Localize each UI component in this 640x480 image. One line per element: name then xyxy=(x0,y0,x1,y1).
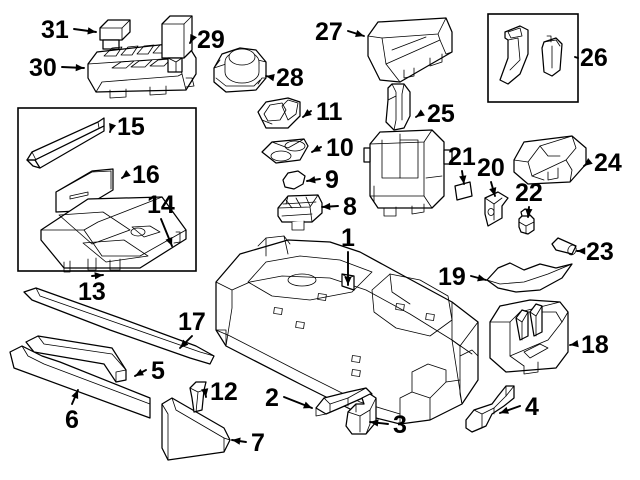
leader-arrowhead-11 xyxy=(303,109,312,117)
leader-line-26 xyxy=(574,56,579,59)
inset-box-26 xyxy=(487,13,579,103)
leader-arrowhead-27 xyxy=(355,30,364,38)
part-7-console-side-panel xyxy=(161,397,231,461)
leader-arrowhead-7 xyxy=(232,437,241,445)
part-12-retaining-clip xyxy=(189,381,207,413)
leader-arrowhead-25 xyxy=(416,109,425,117)
callout-label-2: 2 xyxy=(265,384,279,412)
callout-label-8: 8 xyxy=(343,193,357,221)
callout-label-23: 23 xyxy=(586,238,614,266)
part-5-side-trim-strip-upper xyxy=(25,335,127,383)
leader-arrowhead-21 xyxy=(459,175,467,184)
part-14-console-trim-bezel xyxy=(40,196,187,273)
leader-arrowhead-8 xyxy=(322,202,331,211)
callout-label-15: 15 xyxy=(117,113,145,141)
callout-label-31: 31 xyxy=(41,16,69,44)
part-25-shift-lever-handle xyxy=(385,83,411,131)
callout-label-20: 20 xyxy=(477,154,505,182)
leader-arrowhead-10 xyxy=(312,144,321,152)
leader-arrowhead-4 xyxy=(500,406,509,414)
callout-label-19: 19 xyxy=(438,263,466,291)
callout-label-12: 12 xyxy=(210,378,238,406)
leader-arrowhead-15 xyxy=(109,123,117,132)
leader-arrowhead-19 xyxy=(477,274,486,282)
leader-arrowhead-9 xyxy=(307,176,316,184)
inset-box-13 xyxy=(17,107,197,272)
leader-arrowhead-16 xyxy=(122,170,131,178)
part-28-idrive-rotary-controller xyxy=(213,47,267,93)
callout-label-18: 18 xyxy=(581,331,609,359)
part-31-switch-cap xyxy=(99,19,131,50)
part-25-shifter-base xyxy=(363,129,453,217)
callout-label-13: 13 xyxy=(78,278,106,306)
callout-label-22: 22 xyxy=(515,179,543,207)
callout-label-6: 6 xyxy=(65,406,79,434)
part-3-console-support-bracket xyxy=(345,393,377,435)
leader-arrowhead-3 xyxy=(370,419,379,427)
part-6-side-trim-strip-lower xyxy=(9,345,151,419)
part-27-console-lid-tray xyxy=(367,17,453,83)
leader-arrowhead-23 xyxy=(577,247,586,255)
part-29-control-module-box xyxy=(161,15,193,73)
callout-label-25: 25 xyxy=(427,100,455,128)
callout-label-27: 27 xyxy=(315,18,343,46)
part-24-rear-console-tray xyxy=(513,135,587,185)
leader-arrowhead-5 xyxy=(135,368,144,376)
part-16-trim-cover-plate xyxy=(55,168,114,213)
leader-arrowhead-31 xyxy=(87,27,96,35)
leader-arrowhead-12 xyxy=(201,388,209,397)
callout-label-28: 28 xyxy=(276,64,304,92)
callout-label-14: 14 xyxy=(147,191,175,219)
part-18-storage-compartment-tray xyxy=(489,299,569,375)
part-9-oval-gasket xyxy=(282,170,306,190)
callout-label-17: 17 xyxy=(178,308,206,336)
part-10-cup-holder-insert-lower xyxy=(261,138,309,164)
leader-arrowhead-22 xyxy=(525,208,533,217)
part-8-switch-panel-grille xyxy=(277,194,323,231)
part-4-console-rear-bracket xyxy=(465,385,515,433)
leader-arrowhead-29 xyxy=(190,34,197,43)
callout-label-21: 21 xyxy=(448,143,476,171)
leader-arrowhead-17 xyxy=(180,339,189,348)
part-23-cylindrical-bushing xyxy=(551,237,577,256)
callout-leaders xyxy=(61,27,593,445)
part-19-console-carpet-mat xyxy=(486,262,573,293)
leader-arrowhead-2 xyxy=(303,401,312,409)
callout-label-5: 5 xyxy=(151,357,165,385)
callout-label-26: 26 xyxy=(580,44,608,72)
leader-arrowhead-18 xyxy=(570,340,579,348)
callout-label-29: 29 xyxy=(197,26,225,54)
callout-label-3: 3 xyxy=(393,411,407,439)
part-1-main-console-body xyxy=(215,235,479,425)
callout-label-10: 10 xyxy=(326,134,354,162)
leader-arrowhead-20 xyxy=(489,187,497,196)
callout-label-1: 1 xyxy=(341,224,355,252)
leader-arrowhead-28 xyxy=(266,74,275,82)
callout-label-16: 16 xyxy=(132,161,160,189)
leader-arrowhead-24 xyxy=(584,158,593,166)
part-2-console-bracket-small xyxy=(315,387,373,417)
leader-arrowhead-13 xyxy=(94,272,103,280)
part-11-cup-holder-insert-upper xyxy=(257,97,301,129)
leader-arrowhead-1 xyxy=(344,276,352,285)
callout-label-4: 4 xyxy=(525,393,539,421)
part-22-push-button-knob xyxy=(518,208,535,235)
callout-label-30: 30 xyxy=(29,54,57,82)
leader-arrowhead-30 xyxy=(75,63,84,72)
part-15-upper-trim-strip xyxy=(26,117,105,169)
callout-label-24: 24 xyxy=(594,149,622,177)
part-17-long-trim-molding xyxy=(23,287,215,365)
leader-arrowhead-6 xyxy=(71,390,79,399)
part-20-angle-bracket xyxy=(484,191,509,227)
leader-arrowhead-14 xyxy=(165,237,173,246)
callout-label-11: 11 xyxy=(316,98,343,126)
part-21-flat-spacer-plate xyxy=(454,181,473,201)
callout-label-9: 9 xyxy=(325,166,339,194)
callout-label-7: 7 xyxy=(251,429,265,457)
